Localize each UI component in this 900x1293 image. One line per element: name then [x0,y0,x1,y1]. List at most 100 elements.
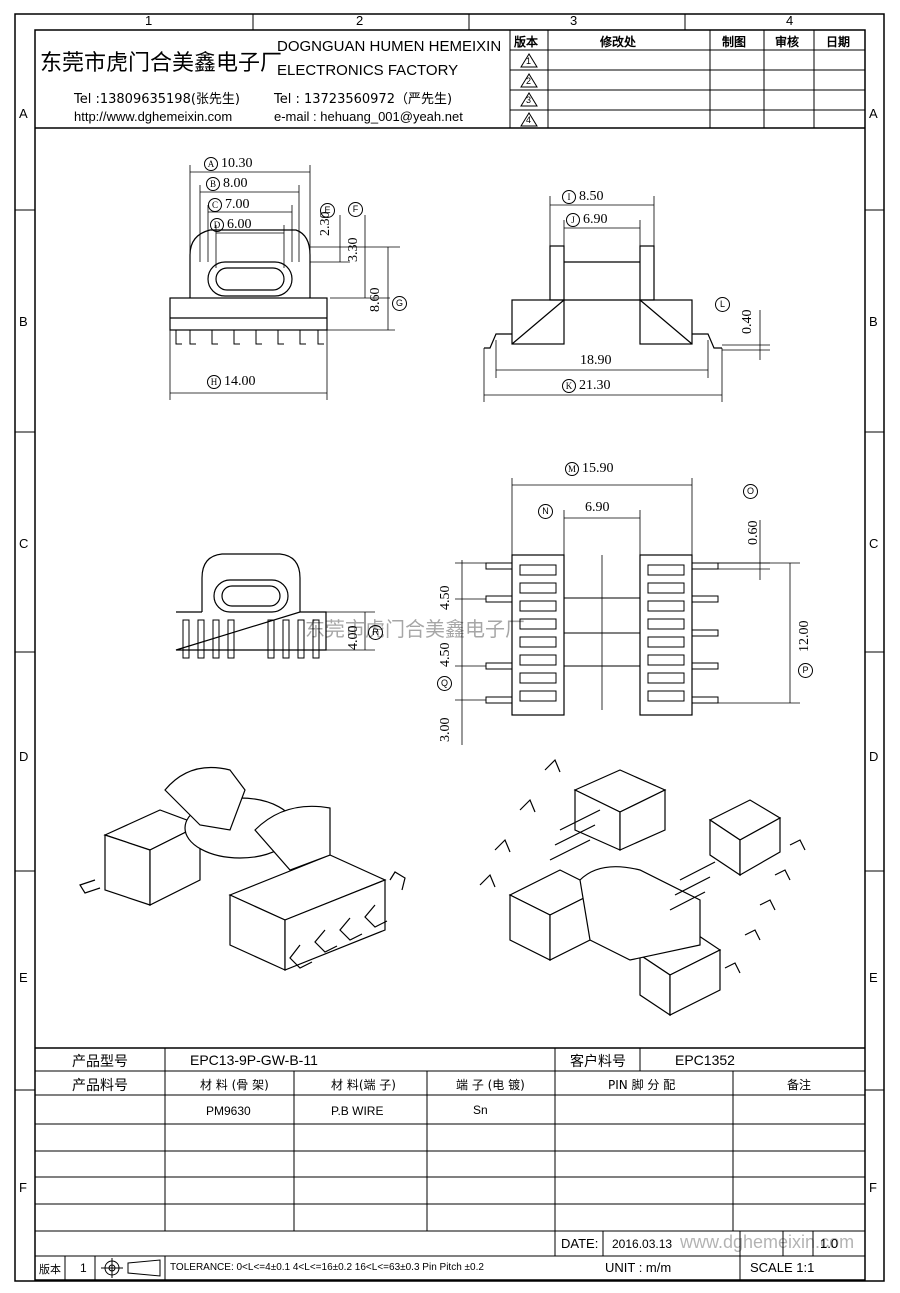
dim-letter-r: R [368,625,383,640]
product-model-label: 产品型号 [72,1054,128,1070]
remark-label: 备注 [787,1078,812,1092]
customer-part-label: 客户料号 [570,1054,626,1070]
dim-letter-g: G [392,296,407,311]
dim-letter-a: A [204,157,218,171]
dim-letter-l: L [715,297,730,312]
dim-letter-n: N [538,504,553,519]
watermark-url: www.dghemeixin.com [680,1232,855,1252]
dim-p-value: 12.00 [797,620,812,653]
rev-header-change: 修改处 [600,35,637,49]
iso-view-left [79,766,406,971]
rev-header-drawn: 制图 [722,35,747,49]
dim-letter-i: I [562,190,576,204]
revision-mark-2: 2 [526,76,532,86]
dim-q-value: 3.00 [438,717,453,743]
rev-header-version: 版本 [514,35,539,49]
dim-letter-k: K [562,379,576,393]
dim-f-value: 3.30 [346,237,361,263]
website-link[interactable]: http://www.dghemeixin.com [74,109,233,124]
zone-letter-f-right: F [869,1180,877,1195]
revision-mark-1: 1 [526,56,532,66]
material-pin-label: 材 料(端 子) [331,1078,396,1092]
zone-letter-b-right: B [869,314,878,329]
tel-2: Tel : 13723560972（严先生) [274,92,453,107]
scale-text: SCALE 1:1 [750,1260,815,1275]
dim-g-value: 8.60 [368,287,383,313]
zone-number-2: 2 [356,13,364,28]
email-link[interactable]: e-mail : hehuang_001@yeah.net [274,109,463,124]
scale-ratio: 1.0 [820,1236,839,1251]
dim-letter-m: M [565,462,579,476]
material-pin-value: P.B WIRE [331,1104,384,1118]
zone-letter-d-left: D [19,749,29,764]
date-label: DATE: [561,1236,599,1251]
zone-letter-b-left: B [19,314,28,329]
plating-value: Sn [473,1103,488,1117]
dim-letter-p: P [798,663,813,678]
revision-mark-4: 4 [526,115,532,125]
dim-letter-e: E [320,203,335,218]
company-name-cn: 东莞市虎门合美鑫电子厂 [40,51,283,76]
dim-letter-h: H [207,375,221,389]
dim-letter-o: O [743,484,758,499]
zone-letter-a-right: A [869,106,878,121]
zone-letter-c-right: C [869,536,879,551]
zone-letter-c-left: C [19,536,29,551]
dim-letter-b: B [206,177,220,191]
zone-letter-d-right: D [869,749,879,764]
pin-assign-label: PIN 脚 分 配 [608,1078,676,1092]
tolerance-text: TOLERANCE: 0<L<=4±0.1 4<L<=16±0.2 16<L<=… [170,1262,484,1273]
zone-letter-a-left: A [19,106,28,121]
company-name-en-line2: ELECTRONICS FACTORY [277,62,459,79]
dim-pitch-1: 4.50 [438,585,453,611]
dim-letter-d: D [210,218,224,232]
front-view [169,165,400,400]
plating-label: 端 子 (电 镀) [456,1078,525,1092]
dim-e-value: 2.30 [318,211,333,237]
product-model-value: EPC13-9P-GW-B-11 [190,1052,318,1068]
dim-o-value: 0.60 [746,520,761,546]
version-label: 版本 [39,1263,61,1276]
rev-header-date: 日期 [826,35,851,49]
end-view [175,553,375,659]
rev-header-checked: 审核 [775,35,800,49]
dim-k-inner: 18.90 [580,353,612,368]
zone-number-3: 3 [570,13,578,28]
dim-pitch-2: 4.50 [438,642,453,668]
tel-1: Tel :13809635198(张先生) [74,92,240,107]
watermark-text: 东莞市虎门合美鑫电子厂 [305,617,525,641]
unit-text: UNIT : m/m [605,1260,672,1275]
company-name-en-line1: DOGNGUAN HUMEN HEMEIXIN [277,38,502,55]
dim-letter-f: F [348,202,363,217]
revision-mark-3: 3 [526,95,532,105]
dim-n-value: 6.90 [585,500,610,515]
material-bobbin-label: 材 料 (骨 架) [200,1078,269,1092]
zone-number-1: 1 [145,13,153,28]
dim-letter-c: C [208,198,222,212]
customer-part-value: EPC1352 [675,1052,735,1068]
zone-letter-f-left: F [19,1180,27,1195]
date-value: 2016.03.13 [612,1237,673,1251]
dim-letter-j: J [566,213,580,227]
zone-letter-e-right: E [869,970,878,985]
side-view [483,196,770,402]
iso-view-right [479,758,806,1017]
zone-number-4: 4 [786,13,794,28]
dim-letter-q: Q [437,676,452,691]
material-bobbin-value: PM9630 [206,1104,251,1118]
dim-l-value: 0.40 [740,309,755,335]
product-part-label: 产品料号 [72,1078,128,1094]
version-value: 1 [80,1261,87,1275]
zone-letter-e-left: E [19,970,28,985]
bottom-view [455,478,800,745]
